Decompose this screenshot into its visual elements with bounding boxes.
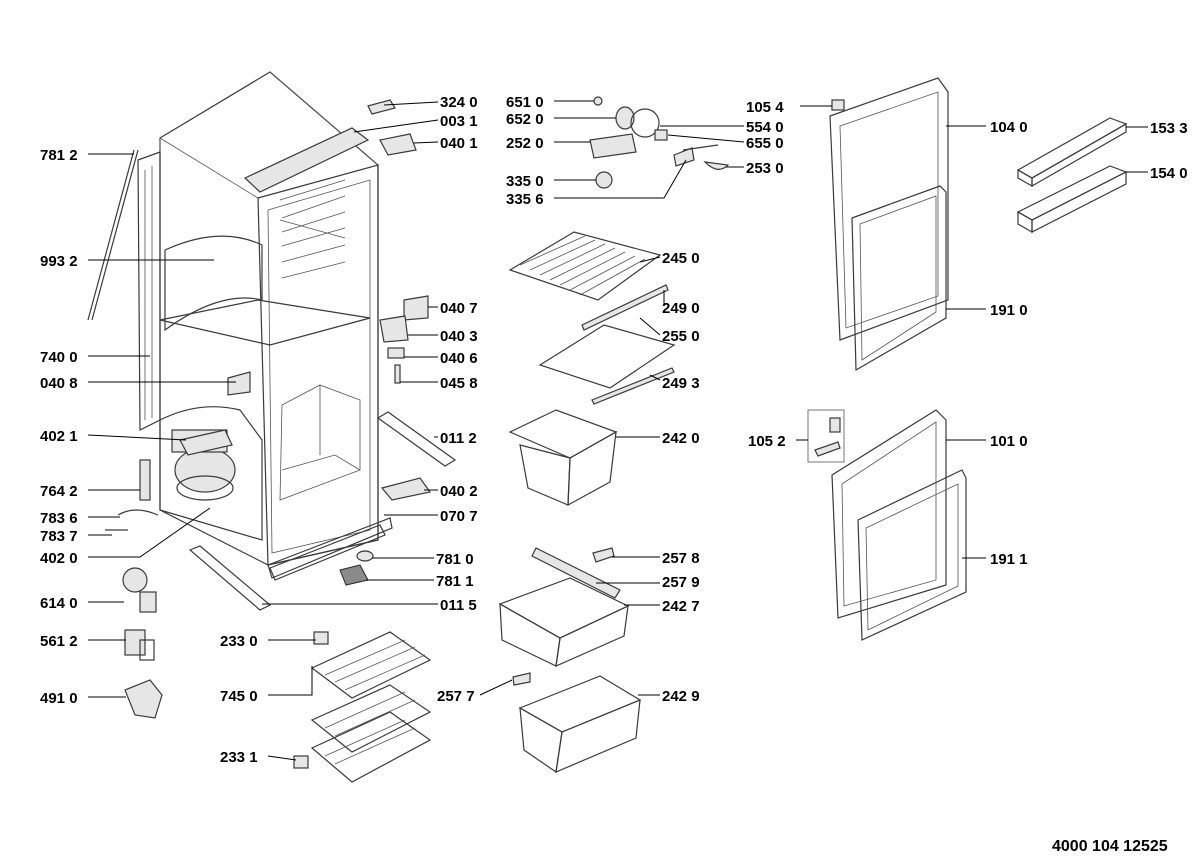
callout-242-9: 242 9 [662, 688, 700, 705]
callout-652-0: 652 0 [506, 111, 544, 128]
callout-740-0: 740 0 [40, 349, 78, 366]
electrical-parts-drawing [122, 567, 163, 719]
callout-781-0: 781 0 [436, 551, 474, 568]
callout-783-7: 783 7 [40, 528, 78, 545]
leader-lines [87, 100, 1148, 761]
compressor-drawing [105, 429, 236, 531]
doors-drawing [807, 77, 967, 641]
callout-011-2: 011 2 [440, 430, 477, 447]
callout-233-1: 233 1 [220, 749, 258, 766]
callout-105-2: 105 2 [748, 433, 786, 450]
callout-781-2: 781 2 [40, 147, 78, 164]
callout-651-0: 651 0 [506, 94, 544, 111]
callout-040-1: 040 1 [440, 135, 478, 152]
callout-245-0: 245 0 [662, 250, 700, 267]
callout-614-0: 614 0 [40, 595, 78, 612]
callout-249-3: 249 3 [662, 375, 700, 392]
freezer-drawers-drawing [498, 547, 642, 774]
condenser-drawing [87, 149, 161, 431]
callout-040-3: 040 3 [440, 328, 478, 345]
callout-402-0: 402 0 [40, 550, 78, 567]
callout-070-7: 070 7 [440, 508, 478, 525]
door-racks-drawing [1016, 117, 1128, 234]
callout-101-0: 101 0 [990, 433, 1028, 450]
callout-003-1: 003 1 [440, 113, 478, 130]
callout-252-0: 252 0 [506, 135, 544, 152]
callout-257-7: 257 7 [437, 688, 475, 705]
callout-993-2: 993 2 [40, 253, 78, 270]
callout-257-8: 257 8 [662, 550, 700, 567]
callout-153-3: 153 3 [1150, 120, 1188, 137]
callout-257-9: 257 9 [662, 574, 700, 591]
callout-249-0: 249 0 [662, 300, 700, 317]
callout-104-0: 104 0 [990, 119, 1028, 136]
callout-191-0: 191 0 [990, 302, 1028, 319]
callout-745-0: 745 0 [220, 688, 258, 705]
callout-154-0: 154 0 [1150, 165, 1188, 182]
callout-402-1: 402 1 [40, 428, 78, 445]
callout-040-7: 040 7 [440, 300, 478, 317]
callout-105-4: 105 4 [746, 99, 784, 116]
fridge-shelves-drawing [508, 231, 676, 507]
callout-491-0: 491 0 [40, 690, 78, 707]
callout-242-7: 242 7 [662, 598, 700, 615]
callout-781-1: 781 1 [436, 573, 474, 590]
callout-233-0: 233 0 [220, 633, 258, 650]
freezer-wire-shelves-drawing [293, 631, 432, 783]
callout-labels: 324 0 003 1 040 1 781 2 993 2 740 0 040 … [40, 94, 1188, 766]
cabinet-drawing [159, 71, 393, 579]
callout-764-2: 764 2 [40, 483, 78, 500]
callout-561-2: 561 2 [40, 633, 78, 650]
callout-335-0: 335 0 [506, 173, 544, 190]
callout-783-6: 783 6 [40, 510, 78, 527]
callout-040-2: 040 2 [440, 483, 478, 500]
callout-191-1: 191 1 [990, 551, 1028, 568]
callout-045-8: 045 8 [440, 375, 478, 392]
thermostat-lamp-drawing [589, 96, 730, 189]
callout-040-8: 040 8 [40, 375, 78, 392]
callout-335-6: 335 6 [506, 191, 544, 208]
callout-655-0: 655 0 [746, 135, 784, 152]
brackets-drawing [188, 99, 457, 611]
callout-253-0: 253 0 [746, 160, 784, 177]
document-number: 4000 104 12525 [1052, 838, 1168, 855]
callout-242-0: 242 0 [662, 430, 700, 447]
callout-554-0: 554 0 [746, 119, 784, 136]
callout-040-6: 040 6 [440, 350, 478, 367]
callout-255-0: 255 0 [662, 328, 700, 345]
callout-011-5: 011 5 [440, 597, 477, 614]
callout-324-0: 324 0 [440, 94, 478, 111]
